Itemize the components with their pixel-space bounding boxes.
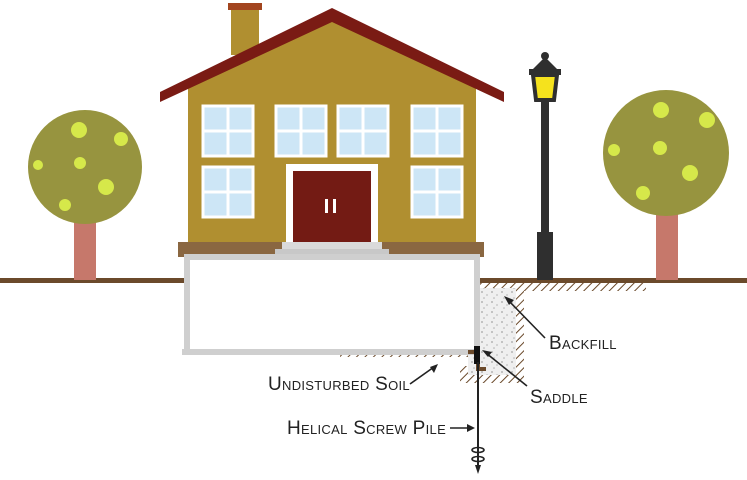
house-icon [160, 3, 504, 257]
undisturbed-soil-leader [409, 366, 435, 385]
tree-icon [28, 110, 142, 280]
foundation-wall [182, 254, 480, 355]
helical-pile-icon [471, 346, 485, 474]
tree-icon [603, 90, 729, 280]
backfill-label: Backfill [549, 333, 617, 354]
saddle-leader [485, 352, 528, 387]
helical-screw-pile-label: Helical Screw Pile [287, 418, 446, 439]
backfill-leader [507, 299, 546, 339]
street-lamp-icon [529, 52, 561, 280]
undisturbed-soil-label: Undisturbed Soil [268, 374, 410, 395]
saddle-label: Saddle [530, 387, 588, 408]
